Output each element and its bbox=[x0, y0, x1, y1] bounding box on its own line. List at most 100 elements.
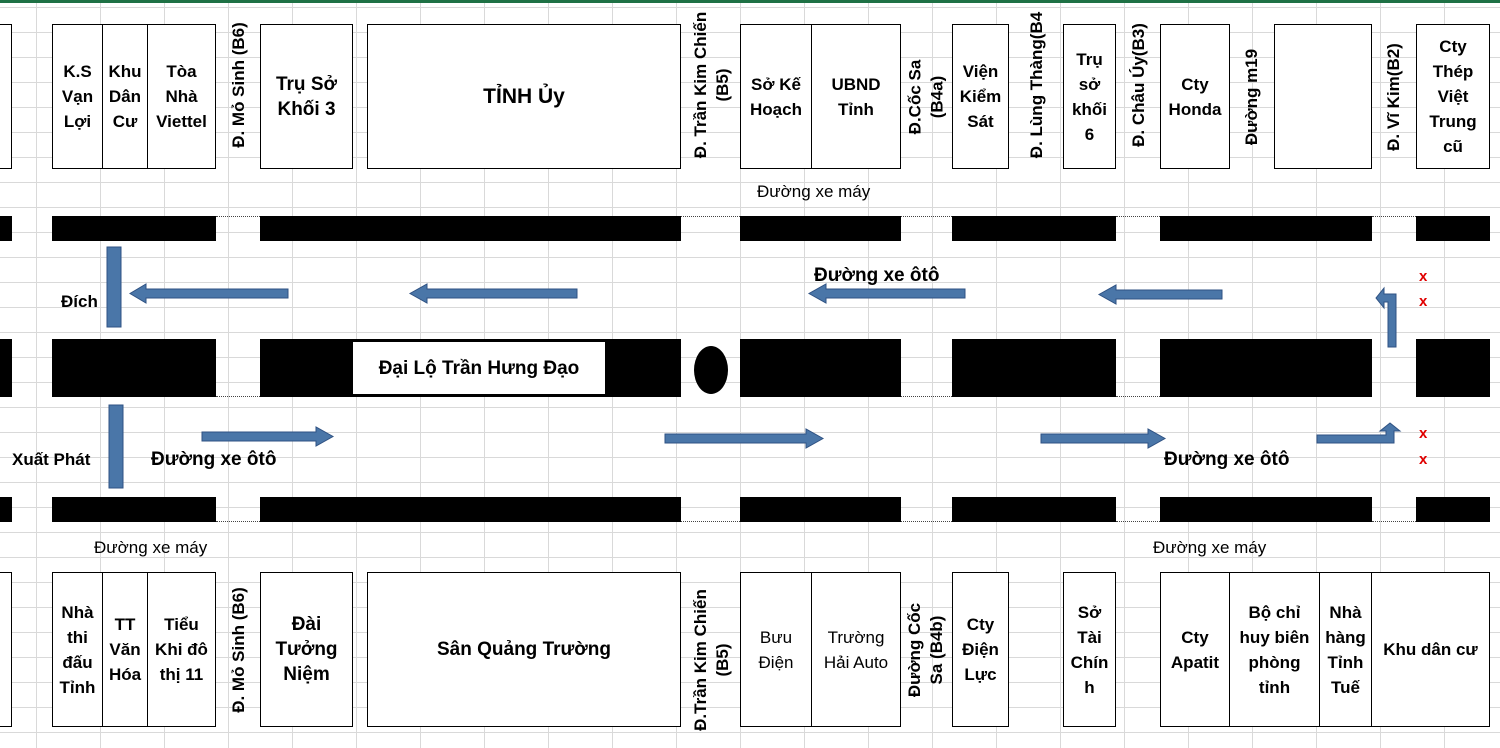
gap-dotted bbox=[216, 521, 260, 522]
street-label: Đ.Trần Kim Chiến(B5) bbox=[691, 589, 732, 731]
avenue-label-tran-hung-dao: Đại Lộ Trần Hưng Đạo bbox=[352, 341, 606, 395]
road-band-top bbox=[952, 216, 1116, 241]
building-label: TỈNH Ủy bbox=[483, 85, 565, 108]
street-tran-kim-chien-bottom: Đ.Trần Kim Chiến(B5) bbox=[684, 572, 740, 748]
road-median bbox=[0, 339, 12, 397]
marker-x: x bbox=[1419, 268, 1428, 285]
building-khu-dan-cu-bottom: Khu dân cư bbox=[1371, 572, 1490, 727]
label-finish: Đích bbox=[61, 292, 98, 311]
label-car-lane-bottom-right: Đường xe ôtô bbox=[1164, 449, 1290, 470]
label-car-lane-bottom-left: Đường xe ôtô bbox=[151, 449, 277, 470]
building-tinh-uy: TỈNH Ủy bbox=[367, 24, 681, 169]
building-label: Sân Quảng Trường bbox=[437, 639, 611, 660]
road-band-top bbox=[0, 216, 12, 241]
road-median bbox=[740, 339, 901, 397]
gap-dotted bbox=[216, 216, 260, 217]
road-band-top bbox=[740, 216, 901, 241]
gap-dotted bbox=[216, 396, 260, 397]
road-band-bottom bbox=[1160, 497, 1372, 522]
arrow-left bbox=[129, 283, 289, 304]
arrow-left bbox=[807, 283, 966, 304]
building-edge-left-top bbox=[0, 24, 12, 169]
road-band-bottom bbox=[52, 497, 216, 522]
avenue-label-text: Đại Lộ Trần Hưng Đạo bbox=[378, 357, 580, 379]
road-median bbox=[52, 339, 216, 397]
road-median bbox=[952, 339, 1116, 397]
gap-dotted bbox=[1116, 216, 1160, 217]
gap-dotted bbox=[901, 216, 952, 217]
marker-x: x bbox=[1419, 293, 1428, 310]
arrow-right bbox=[664, 428, 825, 449]
gap-dotted bbox=[901, 521, 952, 522]
label-start: Xuất Phát bbox=[12, 450, 91, 469]
gap-dotted bbox=[681, 521, 740, 522]
road-band-top bbox=[52, 216, 216, 241]
building-san-quang-truong: Sân Quảng Trường bbox=[367, 572, 681, 727]
building-unnamed-top bbox=[1274, 24, 1372, 169]
finish-bar bbox=[106, 246, 122, 328]
gap-dotted bbox=[901, 396, 952, 397]
marker-x: x bbox=[1419, 451, 1428, 468]
road-band-top bbox=[1416, 216, 1490, 241]
label-moto-bottom-left: Đường xe máy bbox=[94, 538, 208, 557]
road-band-bottom bbox=[1416, 497, 1490, 522]
label-car-lane-top: Đường xe ôtô bbox=[814, 265, 940, 286]
arrow-bent-up-left bbox=[1375, 286, 1397, 348]
arrow-right bbox=[1040, 428, 1167, 449]
gap-dotted bbox=[1372, 521, 1416, 522]
gap-dotted bbox=[1116, 521, 1160, 522]
road-band-top bbox=[260, 216, 681, 241]
gap-dotted bbox=[681, 216, 740, 217]
arrow-left bbox=[1097, 284, 1223, 305]
road-band-top bbox=[1160, 216, 1372, 241]
gap-dotted bbox=[1116, 396, 1160, 397]
road-median bbox=[1416, 339, 1490, 397]
street-label: Đ. Mỏ Sinh (B6) bbox=[229, 586, 249, 713]
building-edge-left-bottom bbox=[0, 572, 12, 727]
sheet-top-border bbox=[0, 0, 1500, 3]
road-band-bottom bbox=[0, 497, 12, 522]
